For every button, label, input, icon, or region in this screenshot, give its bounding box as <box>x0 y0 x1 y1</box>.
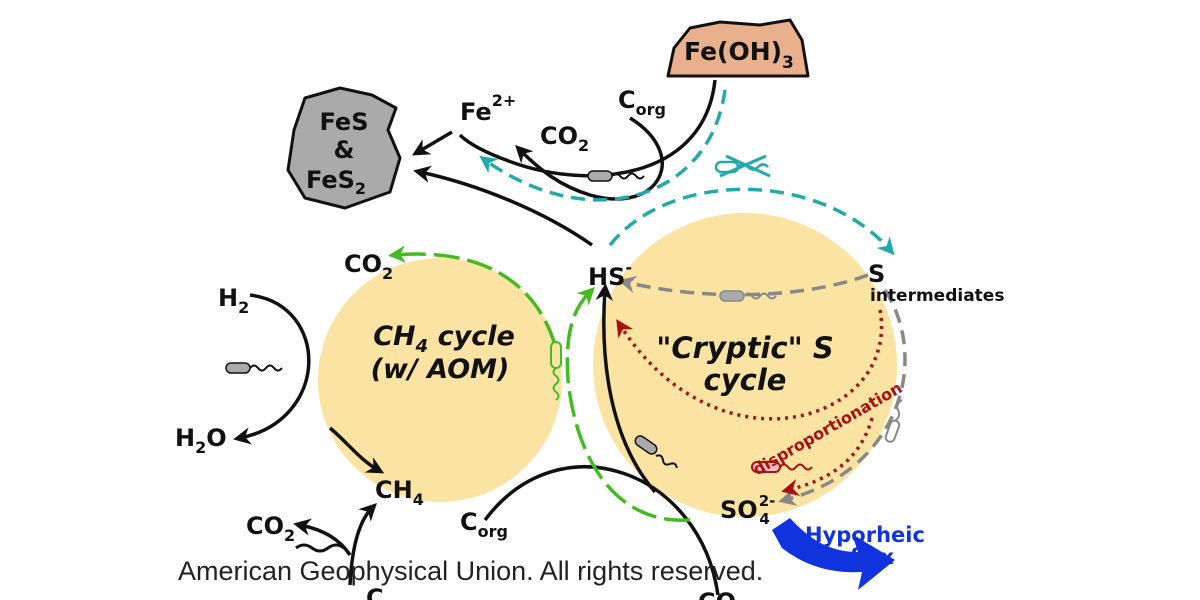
hyporheic-flux-label-line1: Hyporheic <box>805 523 925 547</box>
corg-bottom-label: Corg <box>460 508 508 541</box>
fes-label-line3: FeS2 <box>306 166 366 198</box>
so4-label: SO2-4 <box>720 492 775 528</box>
ch4-cycle-title-line1: CH4 cycle <box>373 321 515 357</box>
microbe-icon-cryptic-top <box>719 290 777 302</box>
teal-to-s-intermediates-arrow <box>608 187 895 256</box>
fes-label-line1: FeS <box>320 108 369 136</box>
corg-top-label: Corg <box>618 86 666 119</box>
h2-label: H2 <box>218 284 249 317</box>
microbe-icon-bottom <box>295 543 345 553</box>
fe2-to-fes-arrow <box>411 130 453 156</box>
fe2-label: Fe2+ <box>460 91 516 126</box>
microbe-icon-red <box>751 461 813 473</box>
corg-bottom-to-ch4-arrow <box>348 503 377 586</box>
feoh3-mineral-shape <box>666 18 810 78</box>
ch4-cycle-green-lower-arrow <box>565 287 691 522</box>
fes-label-line2: & <box>334 136 355 164</box>
co2-bottom-label: CO2 <box>246 512 295 545</box>
hs-to-fes-arrow <box>413 165 594 247</box>
s-intermediates-label-s: S <box>868 260 885 288</box>
microbe-icon-top <box>587 170 645 182</box>
teal-to-fe2-arrow <box>479 89 727 202</box>
cryptic-s-cycle-title-line1: "Cryptic" S <box>656 331 833 365</box>
cut-c-label: C <box>366 584 384 600</box>
co2-left-label: CO2 <box>344 250 393 283</box>
co2-to-ch4-arrow <box>328 426 385 474</box>
hs-label: HS- <box>588 258 632 291</box>
hyporheic-flux-arrow <box>772 518 895 590</box>
ch4-label: CH4 <box>375 476 424 509</box>
so4-to-hs-arrow <box>595 283 657 494</box>
microbe-icon-green <box>550 341 562 401</box>
s-intermediates-to-so4-arrow <box>778 289 907 506</box>
microbe-icon-gray-right <box>884 399 903 443</box>
h2o-label: H2O <box>175 424 227 457</box>
fes-mineral-shape <box>286 86 402 210</box>
corg-so4-cut-arrow <box>483 465 720 596</box>
feoh3-label: Fe(OH)3 <box>684 37 794 73</box>
cut-co-label: CO <box>698 588 736 600</box>
ch4-cycle-title-line2: (w/ AOM) <box>371 354 510 385</box>
s-intermediates-label: intermediates <box>870 286 1004 306</box>
feoh3-to-fe2-arrow <box>458 79 717 178</box>
hyporheic-flux-label-line2: flux <box>850 545 895 569</box>
microbe-icon-h2 <box>225 362 283 374</box>
disproportionation-to-hs-arrow <box>616 309 884 421</box>
microbe-icon-so4 <box>634 435 678 469</box>
ch4-cycle-circle <box>318 258 562 502</box>
copyright-notice: American Geophysical Union. All rights r… <box>178 556 764 586</box>
cryptic-s-cycle-title-line2: cycle <box>704 363 787 397</box>
crossed-microbe-icon <box>714 154 771 178</box>
disproportionation-to-so4-arrow <box>781 417 874 497</box>
h2-to-h2o-arrow <box>233 293 311 445</box>
ch4-cycle-green-upper-arrow <box>388 245 557 346</box>
corg-bottom-to-co2-arrow <box>293 518 352 556</box>
co2-top-label: CO2 <box>540 122 589 155</box>
